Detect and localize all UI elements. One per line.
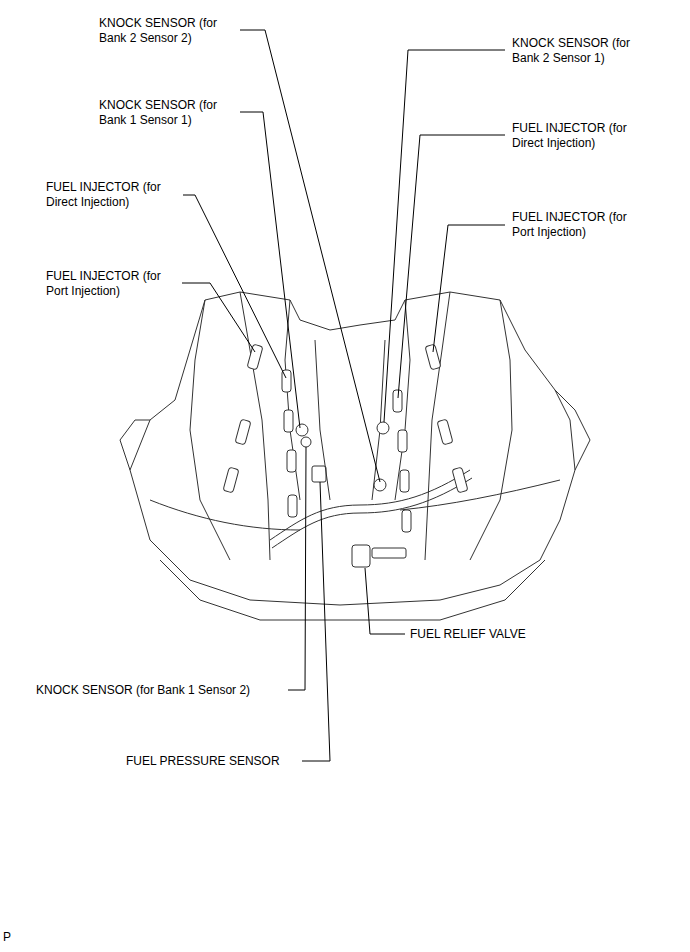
leader-lines xyxy=(172,30,505,761)
part-label: KNOCK SENSOR (for Bank 2 Sensor 2) xyxy=(98,16,240,46)
part-label: KNOCK SENSOR (for Bank 2 Sensor 1) xyxy=(511,36,653,66)
part-label: FUEL INJECTOR (for Direct Injection) xyxy=(45,180,182,210)
engine-body xyxy=(120,292,590,620)
injectors xyxy=(223,344,468,532)
part-label: P xyxy=(2,930,12,945)
part-label: FUEL RELIEF VALVE xyxy=(409,627,527,642)
part-label: KNOCK SENSOR (for Bank 1 Sensor 1) xyxy=(98,98,240,128)
part-label: FUEL INJECTOR (for Port Injection) xyxy=(511,210,653,240)
part-label: FUEL PRESSURE SENSOR xyxy=(125,754,281,769)
part-label: KNOCK SENSOR (for Bank 1 Sensor 2) xyxy=(35,683,251,698)
part-label: FUEL INJECTOR (for Direct Injection) xyxy=(511,121,653,151)
part-label: FUEL INJECTOR (for Port Injection) xyxy=(45,269,182,299)
